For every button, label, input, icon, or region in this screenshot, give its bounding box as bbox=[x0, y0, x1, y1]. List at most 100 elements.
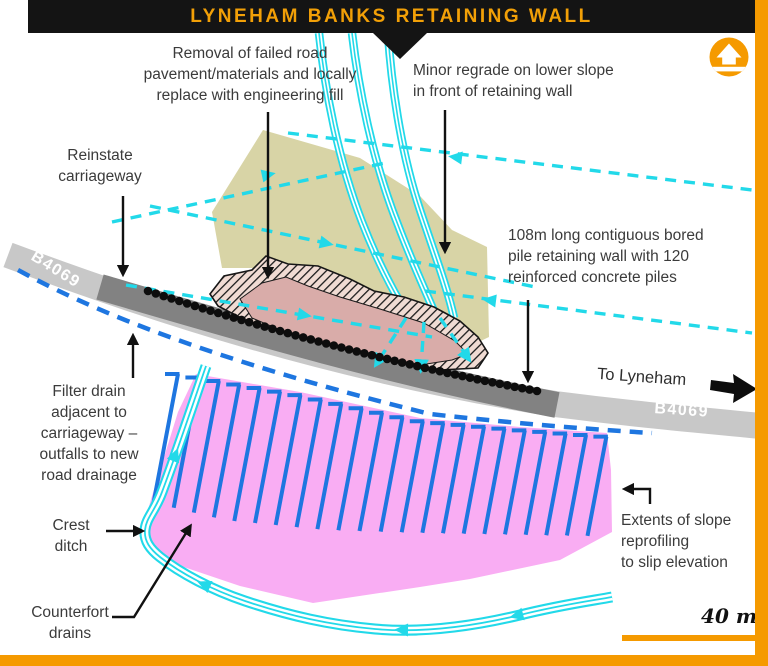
bored-pile-dot bbox=[213, 308, 223, 318]
counterfort-drain-line bbox=[315, 401, 344, 530]
counterfort-drain-line bbox=[211, 382, 242, 518]
bored-pile-dot bbox=[252, 320, 262, 329]
up-arrow-logo-icon bbox=[709, 37, 749, 77]
bored-pile-dot bbox=[314, 337, 323, 346]
label-crest-ditch: Crest ditch bbox=[52, 517, 90, 555]
bored-pile-dot bbox=[503, 381, 512, 390]
bored-pile-dot bbox=[443, 368, 452, 378]
counterfort-drain-line bbox=[399, 419, 425, 533]
bored-pile-dot bbox=[435, 366, 445, 376]
counterfort-leader-arrow bbox=[112, 523, 192, 619]
bored-pile-dot bbox=[525, 385, 534, 394]
label-removal: Removal of failed road pavement/material… bbox=[143, 45, 357, 104]
label-minor-regrade: Minor regrade on lower slope in front of… bbox=[413, 62, 614, 100]
page-title: LYNEHAM BANKS RETAINING WALL bbox=[190, 5, 593, 27]
bored-pile-dot bbox=[495, 379, 505, 389]
bored-pile-dot bbox=[198, 304, 207, 313]
label-bored-pile-wall: 108m long contiguous bored pile retainin… bbox=[508, 227, 704, 286]
bored-pile-dot bbox=[360, 349, 369, 358]
filter-drain-dashed-line bbox=[16, 268, 653, 436]
groundwater-flow-arrows bbox=[111, 131, 753, 374]
counterfort-drain-line bbox=[151, 372, 180, 504]
title-bar: LYNEHAM BANKS RETAINING WALL bbox=[28, 0, 755, 33]
label-reinstate: Reinstate carriageway bbox=[58, 147, 142, 185]
bored-pile-dot bbox=[382, 354, 392, 364]
bored-pile-dot bbox=[190, 301, 200, 311]
bored-pile-dot bbox=[337, 343, 346, 352]
counterfort-drain-line bbox=[544, 431, 568, 536]
bored-pile-dot bbox=[367, 350, 377, 360]
bored-pile-dot bbox=[151, 289, 161, 298]
scale-label: 40 m bbox=[701, 604, 757, 628]
bored-pile-dot bbox=[465, 373, 475, 383]
bored-pile-dot bbox=[275, 326, 285, 336]
bored-pile-dot bbox=[532, 386, 542, 396]
bored-pile-dot bbox=[206, 306, 215, 316]
road-works-section bbox=[96, 274, 560, 418]
counterfort-drain-line bbox=[461, 424, 486, 534]
counterfort-drain-line bbox=[357, 410, 384, 532]
counterfort-drain-line bbox=[523, 429, 548, 536]
frame-border-bottom bbox=[0, 655, 768, 666]
bored-pile-dot bbox=[175, 296, 184, 306]
counterfort-drain-line bbox=[191, 379, 221, 513]
counterfort-drain-line bbox=[232, 386, 262, 522]
bored-pile-dot bbox=[283, 328, 293, 338]
bored-pile-dot bbox=[229, 313, 239, 322]
bored-pile-dot bbox=[413, 361, 422, 371]
bored-pile-dot bbox=[428, 365, 437, 374]
counterfort-drain-line bbox=[253, 389, 282, 524]
bored-pile-dot bbox=[159, 291, 168, 301]
bored-pile-dot bbox=[268, 324, 277, 334]
crest-ditch-channel bbox=[139, 364, 613, 637]
bored-pile-dot bbox=[473, 375, 482, 384]
counterfort-drain-line bbox=[585, 434, 609, 537]
counterfort-drain-lines bbox=[151, 372, 609, 537]
bored-pile-dot bbox=[510, 382, 519, 392]
bored-pile-dot bbox=[480, 376, 490, 386]
bored-pile-dot bbox=[260, 322, 270, 331]
bored-pile-dot bbox=[182, 299, 192, 308]
road-label-b4069-right: B4069 bbox=[653, 400, 710, 421]
bored-pile-dot bbox=[375, 352, 384, 362]
counterfort-drain-line bbox=[294, 397, 323, 528]
bored-pile-dot bbox=[143, 286, 153, 296]
to-lyneham-arrow-icon bbox=[710, 374, 757, 403]
bored-pile-dot bbox=[390, 356, 399, 366]
bored-pile-dot bbox=[321, 339, 331, 348]
bored-pile-dot bbox=[517, 383, 527, 393]
counterfort-drain-line bbox=[441, 422, 466, 534]
bored-pile-dot bbox=[167, 294, 176, 303]
bored-pile-dot bbox=[298, 333, 308, 342]
bored-pile-dot bbox=[291, 331, 300, 340]
counterfort-drain-line bbox=[378, 415, 405, 532]
label-extents: Extents of slope reprofiling to slip ele… bbox=[621, 512, 732, 571]
bored-pile-dot bbox=[352, 347, 362, 356]
counterfort-drain-line bbox=[273, 393, 303, 526]
leader-lines bbox=[106, 110, 652, 619]
bored-pile-dot bbox=[244, 317, 254, 327]
road-b4069 bbox=[3, 242, 768, 440]
pile-wall-dots bbox=[143, 286, 542, 396]
bored-pile-dot bbox=[458, 371, 467, 381]
bored-pile-dot bbox=[344, 345, 354, 354]
extents-leader-arrow bbox=[621, 482, 652, 504]
bored-pile-dot bbox=[397, 358, 407, 367]
bored-pile-dot bbox=[221, 311, 231, 320]
label-filter-drain: Filter drain adjacent to carriageway – o… bbox=[39, 383, 139, 484]
bored-pile-dot bbox=[405, 360, 415, 369]
bored-pile-dot bbox=[488, 378, 497, 387]
frame-border-right bbox=[755, 0, 768, 666]
counterfort-drain-line bbox=[482, 426, 507, 535]
counterfort-drain-line bbox=[564, 433, 588, 536]
scale-bar bbox=[622, 635, 757, 641]
slope-reprofiling-area bbox=[143, 374, 612, 603]
bored-pile-dot bbox=[329, 341, 339, 350]
title-pointer-triangle bbox=[373, 33, 427, 59]
counterfort-drain-line bbox=[420, 421, 446, 534]
bored-pile-dot bbox=[306, 335, 316, 344]
counterfort-drain-line bbox=[503, 428, 527, 535]
bored-pile-dot bbox=[237, 315, 246, 325]
